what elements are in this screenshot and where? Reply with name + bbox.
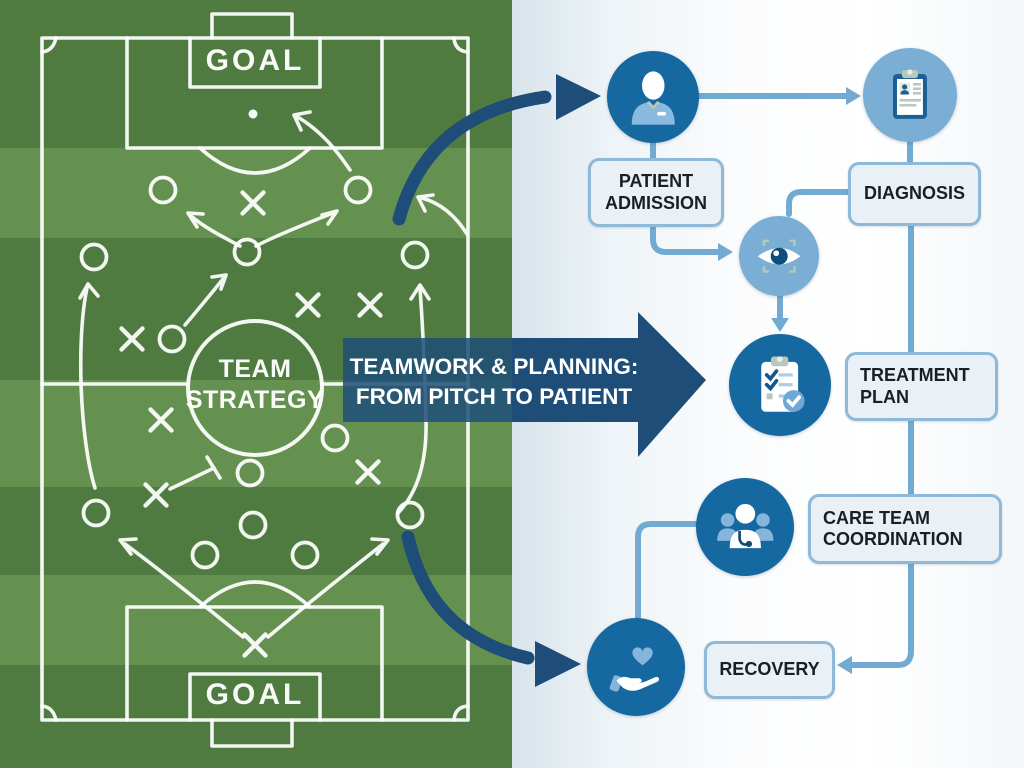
patient-admission-node [607, 51, 699, 143]
treatment-plan-label: TREATMENT PLAN [845, 352, 998, 421]
checklist-icon [761, 356, 805, 413]
diagnosis-node [863, 48, 957, 142]
goal-bottom-label: GOAL [205, 678, 305, 711]
treatment-plan-node [729, 334, 831, 436]
observation-node [739, 216, 819, 296]
care-team-coordination-label: CARE TEAM COORDINATION [808, 494, 1002, 564]
bridge-arrow [343, 312, 706, 457]
care-team-icon [716, 503, 774, 548]
diagnosis-clipboard-icon [893, 69, 927, 119]
bridge-headline: TEAMWORK & PLANNING: FROM PITCH TO PATIE… [349, 354, 639, 409]
tactic-marks [79, 109, 430, 658]
heart-in-hand-icon [609, 647, 659, 692]
tactic-arrows [78, 110, 469, 639]
transfer-arrows [392, 74, 601, 687]
patient-admission-label: PATIENT ADMISSION [588, 158, 724, 227]
goal-top-label: GOAL [205, 44, 305, 77]
patient-icon [631, 71, 675, 125]
team-strategy-label: TEAM STRATEGY [185, 355, 325, 415]
recovery-node [587, 618, 685, 716]
diagnosis-label: DIAGNOSIS [848, 162, 981, 226]
care-team-node [696, 478, 794, 576]
pitch-lines [40, 12, 470, 748]
recovery-label: RECOVERY [704, 641, 835, 699]
eye-icon [757, 239, 801, 273]
